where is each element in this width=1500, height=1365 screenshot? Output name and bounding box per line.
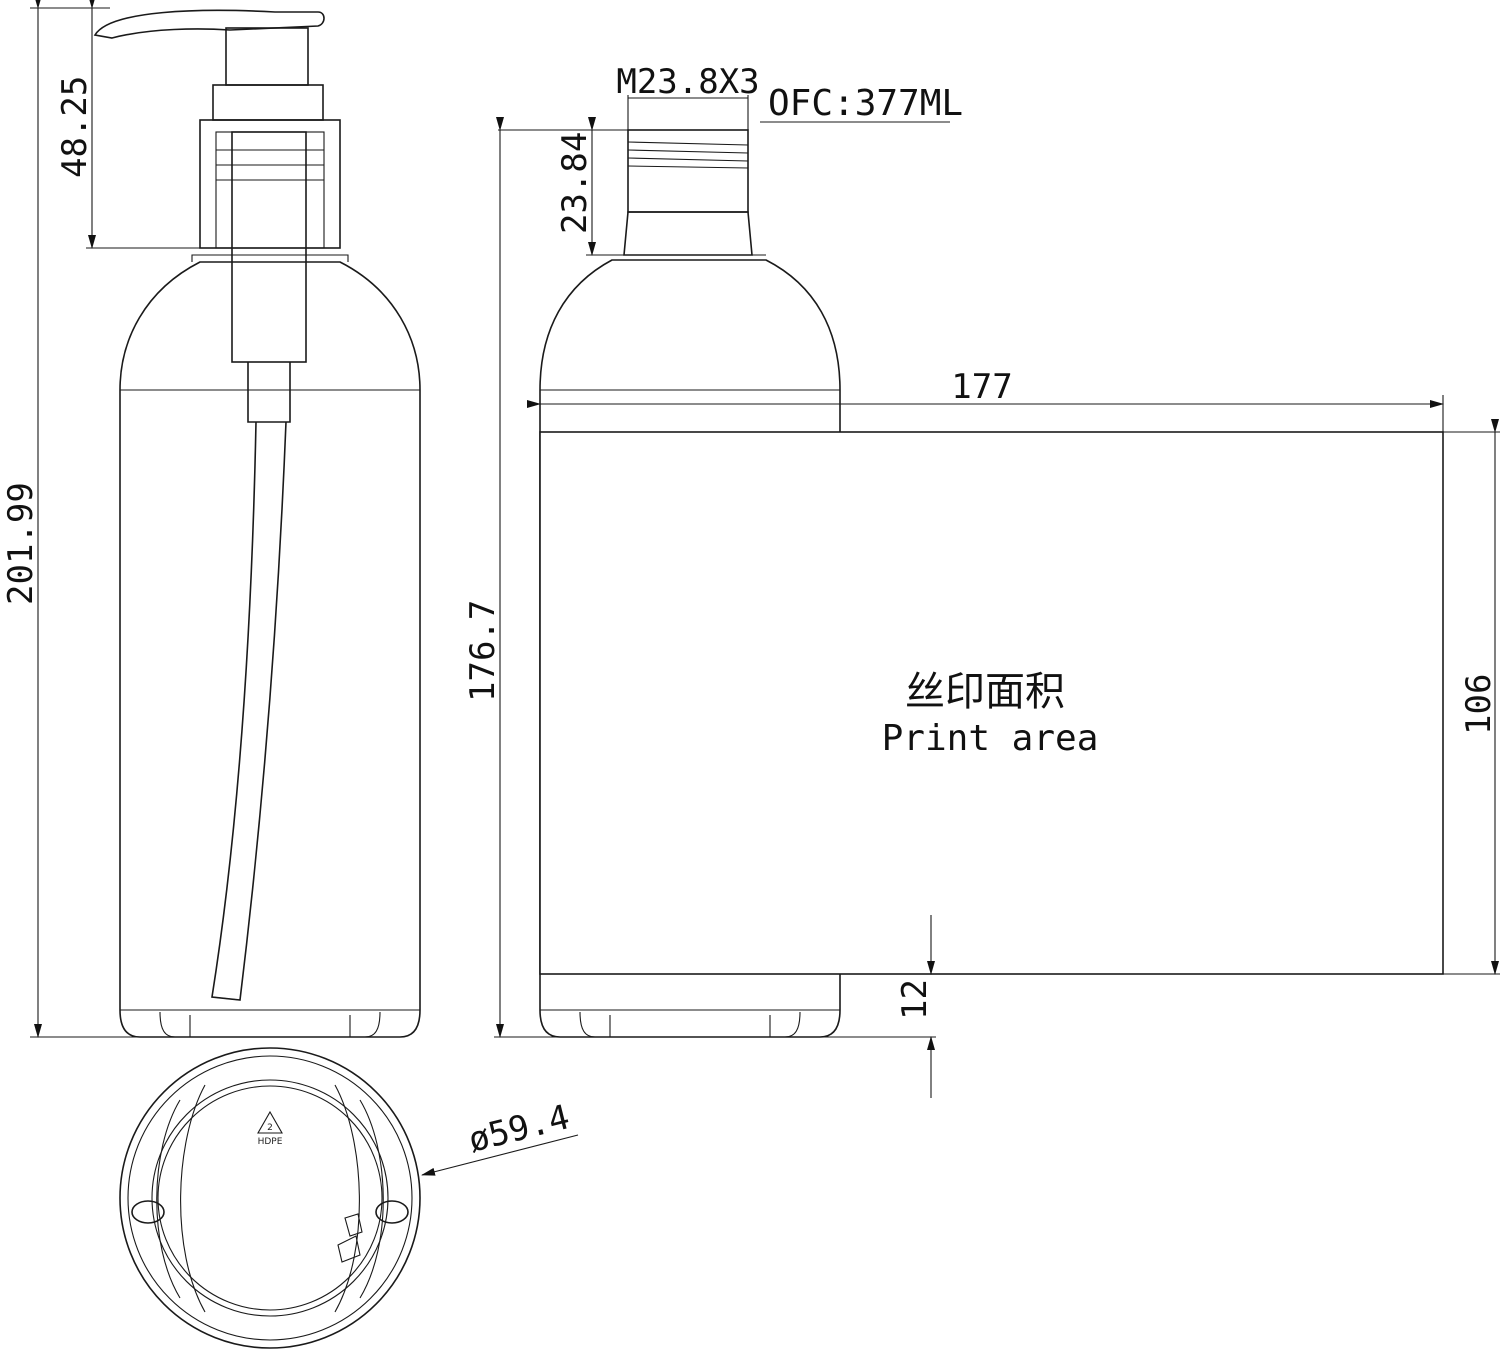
base-foot-right: [364, 1011, 381, 1038]
base-notch-right: [375, 1200, 409, 1224]
bottle-print-area-view: 丝印面积 Print area M23.8X3 OFC:377ML 23.84 …: [463, 62, 1500, 1098]
bottle-base-view: 2 HDPE ø59.4: [119, 1047, 579, 1349]
pump-valve: [247, 362, 291, 423]
gate-mark: [337, 1213, 363, 1263]
material-code: HDPE: [258, 1137, 283, 1147]
bottle-with-pump-view: 201.99 48.25: [1, 0, 421, 1038]
neck-thread-label: M23.8X3: [616, 62, 759, 102]
print-width-label: 177: [951, 367, 1012, 407]
base-foot-left: [159, 1011, 176, 1038]
pump-closure: [199, 119, 341, 249]
bottle-height-label: 176.7: [463, 600, 503, 702]
print-offset-label: 12: [895, 979, 935, 1020]
base-foot-inner: [189, 1015, 351, 1037]
neck-threads: [627, 141, 749, 169]
base-foot-right-view: [540, 1009, 840, 1038]
pump-nozzle: [93, 9, 325, 39]
dip-tube-end: [211, 996, 241, 1001]
print-area: [539, 431, 1444, 975]
print-height-label: 106: [1459, 674, 1499, 735]
capacity-label: OFC:377ML: [768, 83, 963, 124]
diameter-value: 59.4: [484, 1097, 573, 1156]
neck-base: [191, 254, 349, 262]
base-inner-circle: [151, 1079, 389, 1317]
pump-height-label: 48.25: [55, 76, 95, 178]
total-height-label: 201.99: [1, 482, 41, 605]
neck-height-label: 23.84: [555, 132, 595, 234]
base-arc-left-2: [156, 1099, 181, 1299]
print-label-bg: [880, 655, 1110, 765]
print-area-label-en: Print area: [882, 718, 1099, 759]
base-arc-left: [180, 1084, 206, 1313]
pump-stem: [225, 27, 309, 86]
print-area-label-cn: 丝印面积: [905, 669, 1065, 715]
bottle-body-outline: [119, 261, 421, 1038]
diameter-leader: [421, 1134, 579, 1176]
base-arc-right: [334, 1084, 360, 1313]
pump-cylinder: [231, 131, 307, 363]
base-notch-left: [131, 1200, 165, 1224]
diameter-label: ø59.4: [465, 1097, 574, 1161]
neck-collar: [623, 211, 753, 256]
base-rim: [127, 1055, 413, 1341]
pump-collar: [212, 84, 324, 121]
base-inner-circle-2: [157, 1085, 383, 1311]
base-outer-circle: [119, 1047, 421, 1349]
dip-tube: [211, 421, 287, 1001]
recycle-code: 2: [267, 1123, 273, 1133]
recycle-icon: [257, 1110, 283, 1134]
base-arc-right-2: [359, 1099, 384, 1299]
